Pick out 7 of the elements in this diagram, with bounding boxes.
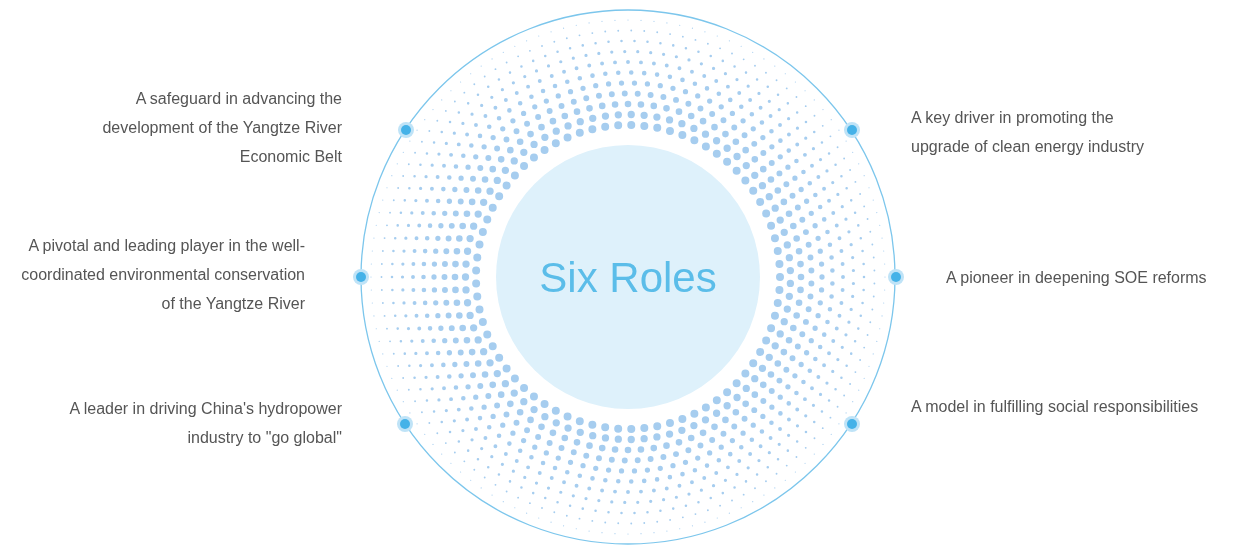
role-text: A leader in driving China's hydropower industry to "go global" <box>68 399 342 448</box>
role-text: A key driver in promoting the upgrade of clean energy industry <box>911 108 1146 157</box>
role-text: A pivotal and leading player in the well-coordinated environmental conservation of the Yangtze River <box>20 236 305 314</box>
role-text: A model in fulfilling social responsibilities <box>911 397 1200 417</box>
center-title: Six Roles <box>539 252 717 303</box>
role-text: A safeguard in advancing the development of the Yangtze River Economic Belt <box>101 89 342 167</box>
role-text: A pioneer in deepening SOE reforms <box>946 268 1208 288</box>
